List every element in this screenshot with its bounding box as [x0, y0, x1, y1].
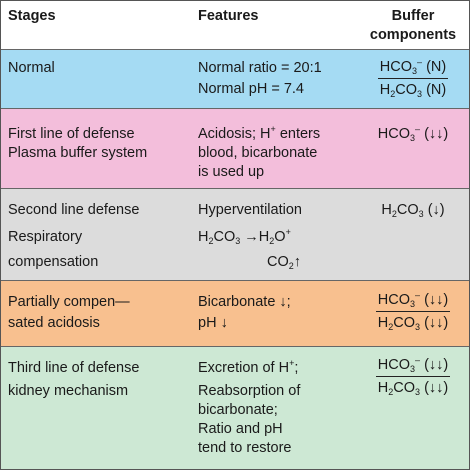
stage-cell: Normal	[8, 60, 55, 76]
buffer-cell: H2CO3 (↓)	[381, 202, 445, 219]
table-row-third-line: Third line of defense kidney mechanism E…	[1, 346, 469, 469]
table-header-row: Stages Features Buffer components	[1, 1, 469, 49]
table-row-normal: Normal Normal ratio = 20:1 Normal pH = 7…	[1, 49, 469, 108]
buffer-ratio-cell: HCO3– (N) H2CO3 (N)	[359, 58, 467, 100]
table-row-first-line: First line of defense Plasma buffer syst…	[1, 108, 469, 188]
buffer-ratio: HCO3– (↓↓) H2CO3 (↓↓)	[375, 290, 451, 332]
buffer-ratio: HCO3– (↓↓) H2CO3 (↓↓)	[375, 355, 451, 397]
header-buffer-components: Buffer components	[369, 8, 457, 43]
stage-cell: Third line of defense kidney mechanism	[8, 360, 140, 399]
buffer-cell: HCO3– (↓↓)	[377, 124, 449, 143]
buffer-ratio-cell: HCO3– (↓↓) H2CO3 (↓↓)	[359, 356, 467, 398]
header-stages: Stages	[8, 8, 56, 24]
buffer-ratio: HCO3– (N) H2CO3 (N)	[377, 57, 449, 99]
buffer-ratio-cell: HCO3– (↓↓) H2CO3 (↓↓)	[359, 291, 467, 333]
stage-cell: First line of defense Plasma buffer syst…	[8, 126, 148, 161]
table-row-partial: Partially compen— sated acidosis Bicarbo…	[1, 280, 469, 346]
stage-cell: Second line defense Respiratory compensa…	[8, 202, 140, 270]
table-row-second-line: Second line defense Respiratory compensa…	[1, 188, 469, 280]
stage-cell: Partially compen— sated acidosis	[8, 294, 130, 331]
features-cell: Bicarbonate ↓; pH ↓	[198, 294, 291, 331]
features-cell: Normal ratio = 20:1 Normal pH = 7.4	[198, 60, 322, 97]
features-cell: Hyperventilation H2CO3 →H2O+ CO2↑	[198, 202, 302, 271]
header-features: Features	[198, 8, 259, 24]
features-cell: Acidosis; H+ enters blood, bicarbonate i…	[198, 124, 321, 181]
features-cell: Excretion of H+; Reabsorption of bicarbo…	[198, 358, 301, 457]
